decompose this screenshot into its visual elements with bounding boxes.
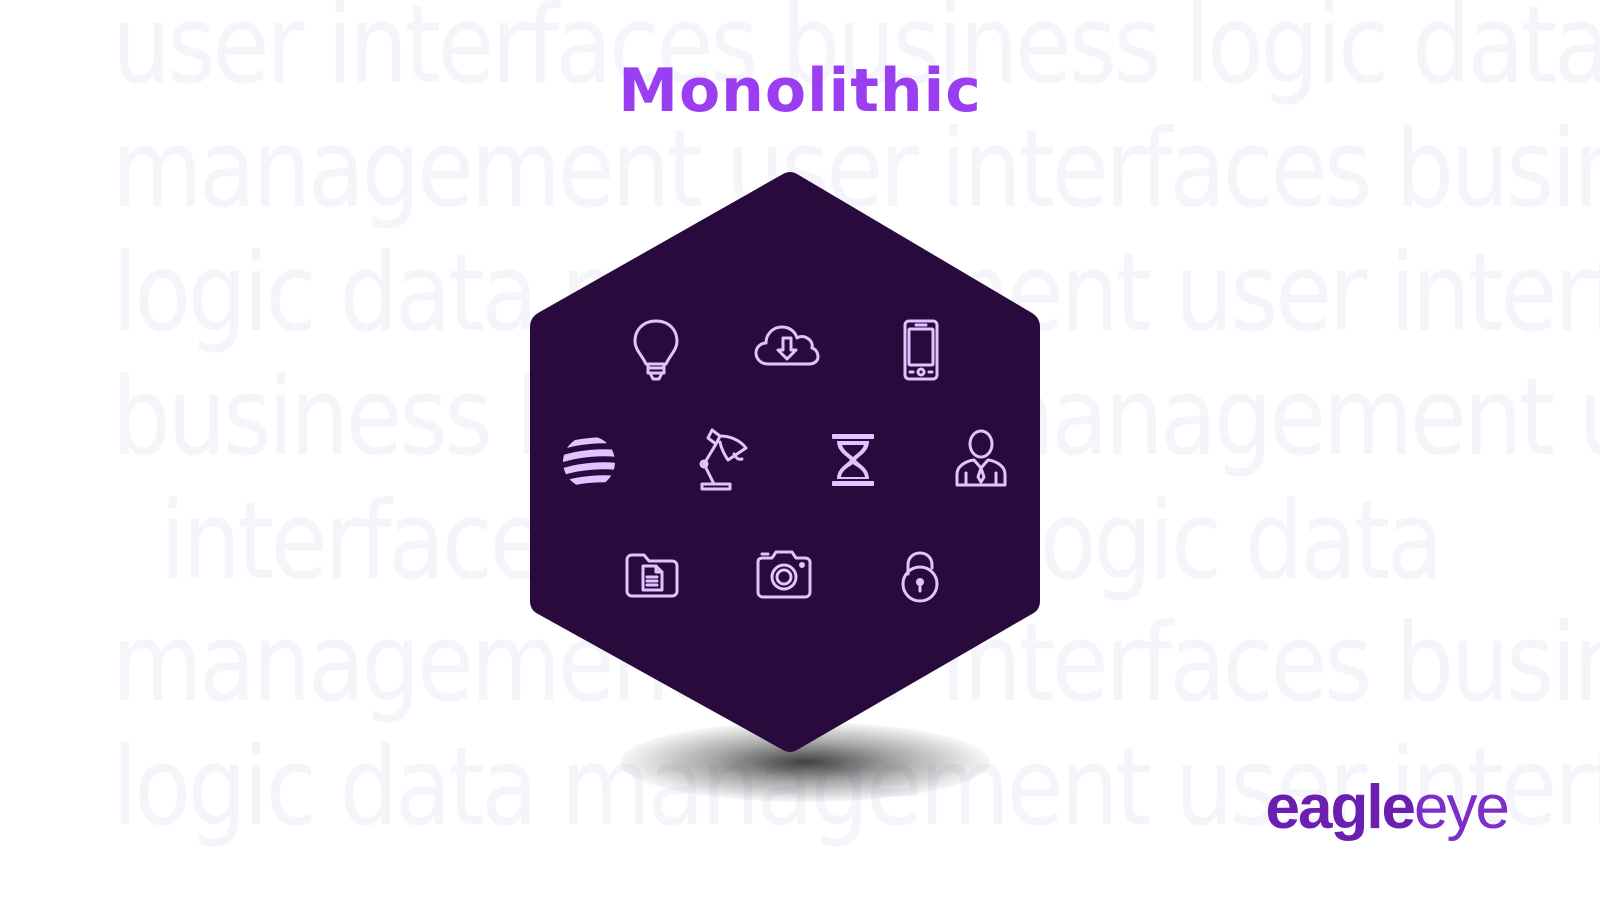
logo-part-eagle: eagle xyxy=(1265,773,1416,842)
lightbulb-icon xyxy=(630,318,682,382)
background-text-line: management user interfaces business xyxy=(112,107,1600,232)
hourglass-icon xyxy=(830,432,876,488)
user-icon xyxy=(954,428,1008,488)
cloud-download-icon xyxy=(754,322,820,368)
eagle-eye-logo: eagleeye xyxy=(1265,772,1510,843)
smartphone-icon xyxy=(902,318,940,382)
background-text-line: user interfaces business logic data xyxy=(112,0,1600,108)
folder-document-icon xyxy=(624,552,680,598)
globe-icon xyxy=(560,434,618,490)
slide-title: Monolithic xyxy=(618,56,982,126)
camera-icon xyxy=(754,548,814,600)
logo-part-eye: eye xyxy=(1414,773,1510,842)
padlock-icon xyxy=(898,550,942,604)
desk-lamp-icon xyxy=(694,426,750,492)
